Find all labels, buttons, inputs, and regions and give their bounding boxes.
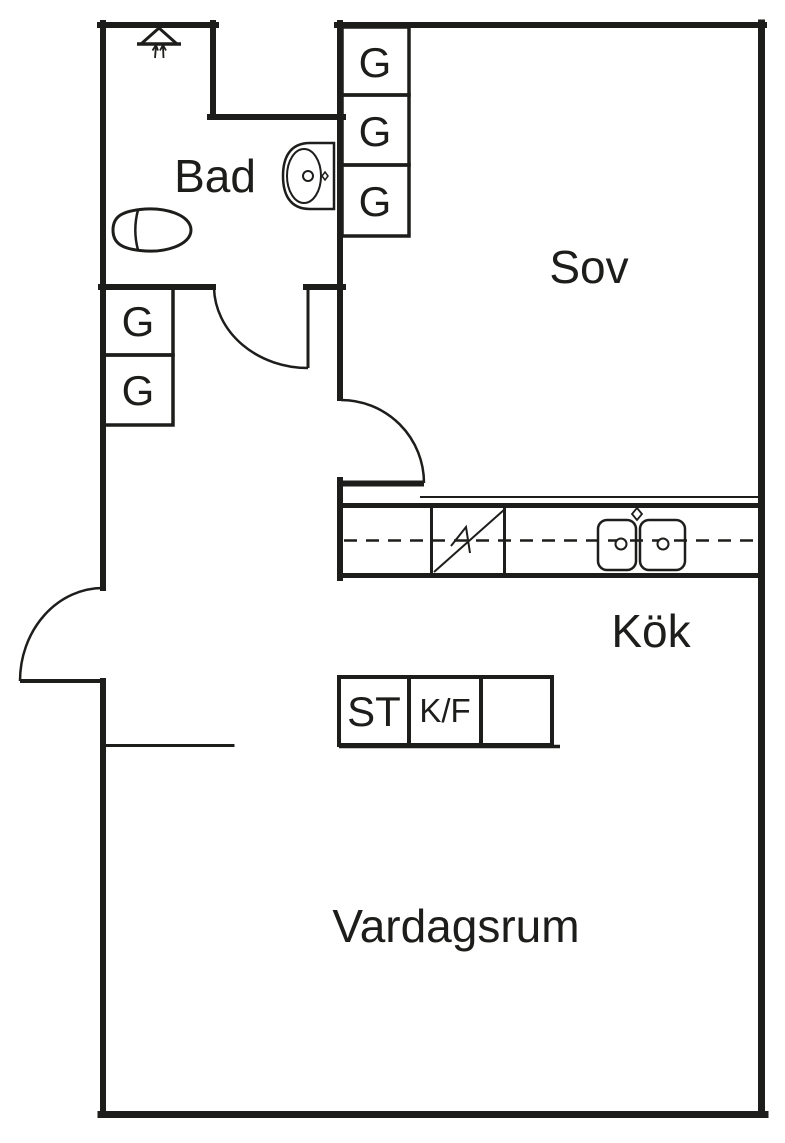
sink-drain — [614, 537, 628, 551]
kitchen-units — [337, 675, 560, 749]
washbasin-icon — [281, 141, 336, 211]
washbasin-outline — [281, 141, 336, 211]
toilet-icon — [111, 207, 193, 253]
washbasin-drain — [302, 170, 314, 182]
shower-spray-arrows — [151, 42, 167, 59]
wardrobe-label: G — [359, 108, 392, 155]
spray-arrow — [159, 43, 167, 59]
washbasin-bowl — [286, 148, 322, 204]
zigzag-line — [433, 508, 506, 573]
wardrobe-label: G — [359, 178, 392, 225]
bedroom-door — [337, 398, 426, 487]
wardrobe-label: G — [122, 298, 155, 345]
unit-box-extra — [479, 675, 554, 747]
wardrobe-box — [102, 353, 175, 427]
bedroom-door-swing-arc — [340, 398, 426, 484]
bathroom-door — [212, 287, 310, 370]
room-label-living-room: Vardagsrum — [332, 900, 579, 952]
kitchen-sink-icon — [596, 518, 687, 572]
wardrobe-column-bedroom — [340, 25, 411, 238]
entrance-door-swing-arc — [18, 586, 104, 682]
unit-label-kf: K/F — [419, 692, 470, 729]
shower-icon — [137, 25, 181, 59]
bathroom-door-swing-arc — [212, 287, 309, 370]
wardrobe-block-hall — [102, 286, 175, 427]
toilet-outline — [111, 207, 193, 253]
spray-arrow — [151, 42, 159, 59]
sink-drain — [656, 537, 670, 551]
room-label-bathroom: Bad — [174, 150, 256, 202]
wardrobe-label: G — [359, 39, 392, 86]
unit-label-st: ST — [347, 688, 401, 735]
faucet-icon — [630, 506, 644, 522]
room-label-kitchen: Kök — [611, 605, 691, 657]
shower-head-triangle — [137, 25, 181, 46]
wardrobe-label: G — [122, 367, 155, 414]
washbasin-tap-dot — [321, 170, 329, 182]
toilet-cistern-line — [134, 209, 140, 251]
entrance-door — [18, 586, 104, 683]
kitchen-sink-details — [614, 506, 670, 551]
room-label-bedroom: Sov — [549, 241, 628, 293]
interior-walls — [98, 20, 759, 747]
wardrobe-box — [340, 163, 411, 238]
